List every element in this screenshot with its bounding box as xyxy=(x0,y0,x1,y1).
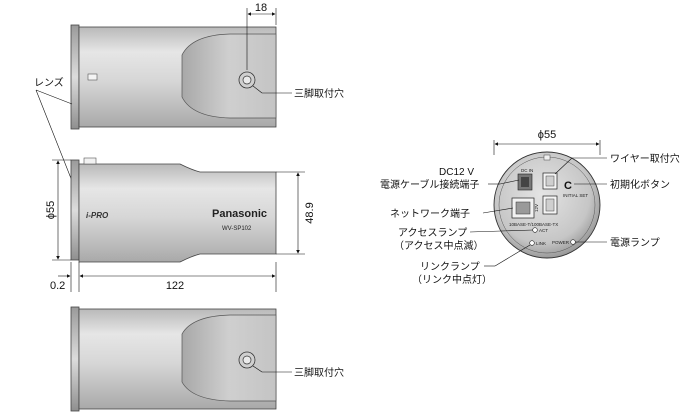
access-lamp-label: アクセスランプ xyxy=(398,227,467,239)
power-led xyxy=(570,239,576,245)
access-lamp-note: （アクセス中点滅） xyxy=(394,239,484,252)
power-lamp-label: 電源ランプ xyxy=(610,236,660,249)
back-act-text: ACT xyxy=(539,228,548,233)
dc12v-label: DC12 V xyxy=(439,167,474,178)
init-button-icon: C xyxy=(564,180,572,192)
wire-leader xyxy=(554,157,573,175)
side-view-lens-cap xyxy=(70,159,80,261)
top-view-mount-bump xyxy=(181,33,277,119)
bottom-view-mount-bump xyxy=(181,314,277,402)
init-button-label: 初期化ボタン xyxy=(610,178,670,191)
wire-hole-label: ワイヤー取付穴 xyxy=(610,152,680,165)
dim-18-text: 18 xyxy=(255,2,267,14)
power-cable-terminal-label: 電源ケーブル接続端子 xyxy=(380,178,479,191)
lens-leader-top xyxy=(35,89,73,105)
link-lamp-label: リンクランプ xyxy=(420,261,480,273)
back-link-text: LINK xyxy=(536,241,546,246)
top-view-indicator xyxy=(87,73,98,81)
lens-label: レンズ xyxy=(34,76,64,89)
network-terminal-label: ネットワーク端子 xyxy=(390,207,470,220)
dim-122-text: 122 xyxy=(166,280,184,292)
top-view-lens-cap xyxy=(70,24,80,130)
dim-02-text: 0.2 xyxy=(50,280,65,292)
dim-489-text: 48.9 xyxy=(304,202,316,223)
tripod-hole-top-label: 三脚取付穴 xyxy=(294,87,344,100)
back-top-tab xyxy=(543,154,551,161)
dc-leader xyxy=(499,179,520,185)
wire-mount-hole-inner xyxy=(545,175,555,187)
bottom-view-tripod-hole-inner xyxy=(242,355,252,365)
tripod-top-leader xyxy=(252,85,263,94)
top-view: 18 三脚取付穴 xyxy=(70,2,344,130)
model-number: WV-SP102 xyxy=(222,226,252,232)
back-initial-set-text: INITIAL SET xyxy=(563,193,588,198)
link-led xyxy=(529,240,535,246)
side-view-top-tab xyxy=(83,157,97,165)
back-secondary-port-inner xyxy=(545,198,555,212)
dc-power-terminal-inner xyxy=(521,177,529,187)
tripod-hole-bottom-label: 三脚取付穴 xyxy=(294,366,344,379)
back-dc-in-text: DC IN xyxy=(521,168,533,173)
back-power-spec-text: 12V xyxy=(534,204,539,212)
back-view: ϕ55 DC IN 12V C INITIAL SET ACT LINK POW… xyxy=(493,129,601,259)
tripod-bottom-leader xyxy=(252,365,263,373)
dim-phi55-back-text: ϕ55 xyxy=(538,129,556,141)
network-leader xyxy=(482,207,514,214)
ipro-logo: i-PRO xyxy=(86,211,109,220)
link-lamp-note: （リンク中点灯） xyxy=(412,273,492,286)
access-led xyxy=(532,227,538,233)
access-leader xyxy=(469,229,534,233)
back-power-text: POWER xyxy=(552,240,570,245)
bottom-view: 三脚取付穴 xyxy=(70,306,344,412)
dim-phi55-side-text: ϕ55 xyxy=(45,201,57,219)
bottom-view-lens-cap xyxy=(70,306,80,412)
brand-name: Panasonic xyxy=(212,208,267,220)
top-view-tripod-hole-inner xyxy=(242,75,252,85)
lens-leader-side xyxy=(35,89,75,187)
back-network-text: 10BASE-T/100BASE-TX xyxy=(509,222,558,227)
network-port-inner xyxy=(515,201,531,215)
side-view: i-PRO Panasonic WV-SP102 ϕ55 48.9 122 0.… xyxy=(45,157,316,292)
link-leader xyxy=(494,244,531,267)
